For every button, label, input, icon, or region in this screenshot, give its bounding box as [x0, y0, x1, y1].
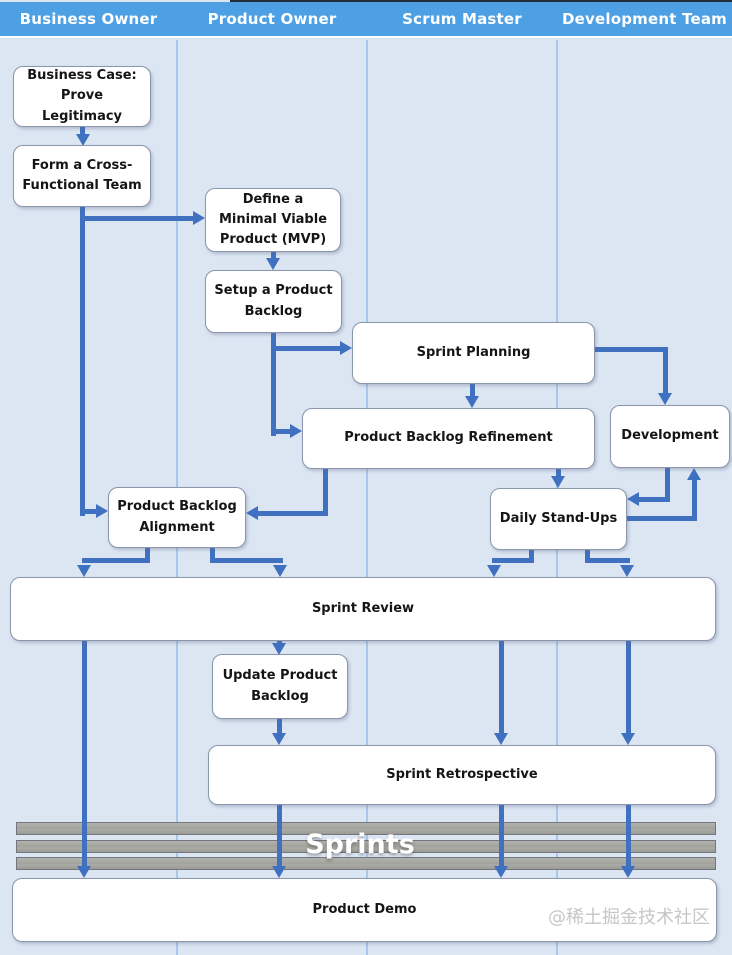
connector-standups-to-review: [529, 549, 534, 563]
node-form-team: Form a Cross-Functional Team: [13, 145, 151, 207]
connector-setup-to-refinement: [271, 429, 291, 434]
arrowhead: [658, 393, 672, 405]
connector-development-to-standups: [665, 468, 670, 502]
connector-refinement-to-standups: [556, 469, 561, 477]
arrowhead: [272, 733, 286, 745]
node-daily-standups: Daily Stand-Ups: [490, 488, 627, 550]
watermark-text: @稀土掘金技术社区: [548, 907, 710, 928]
arrowhead: [487, 565, 501, 577]
lane-header-development-team: Development Team: [557, 2, 732, 36]
connector-update-to-retro: [277, 719, 282, 735]
arrowhead: [246, 506, 258, 520]
arrowhead: [620, 565, 634, 577]
connector-team-to-mvp: [80, 216, 194, 221]
connector-review-to-retro: [626, 641, 631, 735]
arrowhead: [273, 565, 287, 577]
connector-setup-to-planning: [271, 346, 341, 351]
connector-retro-to-demo: [499, 805, 504, 867]
arrowhead: [272, 866, 286, 878]
lane-header-bar: Business Owner Product Owner Scrum Maste…: [0, 2, 732, 38]
connector-planning-to-development: [595, 347, 668, 352]
connector-retro-to-demo: [277, 805, 282, 867]
connector-setup-trunk: [271, 333, 276, 436]
node-sprint-planning: Sprint Planning: [352, 322, 595, 384]
sprints-bar: [16, 857, 716, 870]
arrowhead: [290, 424, 302, 438]
connector-team-to-alignment: [80, 509, 98, 514]
node-define-mvp: Define a Minimal Viable Product (MVP): [205, 188, 341, 252]
connector-alignment-to-review: [210, 548, 215, 563]
lane-label: Product Owner: [207, 10, 337, 28]
arrowhead: [77, 565, 91, 577]
arrowhead: [465, 396, 479, 408]
lane-header-product-owner: Product Owner: [177, 2, 367, 36]
sprints-bar: [16, 840, 716, 853]
connector-development-to-standups: [639, 497, 670, 502]
connector-standups-to-review: [492, 558, 534, 563]
arrowhead: [340, 341, 352, 355]
connector-alignment-to-review: [145, 548, 150, 563]
node-setup-backlog: Setup a Product Backlog: [205, 270, 342, 333]
node-backlog-alignment: Product Backlog Alignment: [108, 487, 246, 548]
arrowhead: [494, 866, 508, 878]
connector-refinement-to-alignment: [323, 469, 328, 516]
connector-alignment-to-review: [210, 558, 283, 563]
connector-alignment-to-review: [82, 558, 150, 563]
lane-header-scrum-master: Scrum Master: [367, 2, 557, 36]
node-development: Development: [610, 405, 730, 468]
connector-retro-to-demo: [626, 805, 631, 867]
connector-standups-to-development: [627, 516, 697, 521]
arrowhead: [272, 643, 286, 655]
arrowhead: [76, 134, 90, 146]
arrowhead: [193, 211, 205, 225]
connector-team-trunk: [80, 207, 85, 516]
arrowhead: [621, 733, 635, 745]
connector-review-to-demo: [82, 641, 87, 867]
arrowhead: [494, 733, 508, 745]
arrowhead: [627, 492, 639, 506]
connector-mvp-to-setup: [271, 252, 276, 260]
lane-label: Business Owner: [19, 10, 158, 28]
sprints-bar: [16, 822, 716, 835]
arrowhead: [551, 476, 565, 488]
lane-label: Development Team: [562, 10, 727, 28]
connector-review-to-retro: [499, 641, 504, 735]
connector-planning-to-development: [663, 347, 668, 394]
arrowhead: [266, 258, 280, 270]
node-business-case: Business Case: Prove Legitimacy: [13, 66, 151, 127]
connector-standups-to-review: [585, 558, 630, 563]
node-update-backlog: Update Product Backlog: [212, 654, 348, 719]
arrowhead: [687, 468, 701, 480]
connector-refinement-to-alignment: [258, 511, 328, 516]
node-sprint-review: Sprint Review: [10, 577, 716, 641]
lane-divider: [366, 40, 368, 955]
connector-case-to-team: [80, 127, 85, 137]
connector-planning-to-refinement: [470, 384, 475, 397]
arrowhead: [621, 866, 635, 878]
window-top-edge: [230, 0, 732, 2]
connector-standups-to-development: [692, 480, 697, 521]
lane-label: Scrum Master: [402, 10, 522, 28]
node-product-demo: Product Demo: [12, 878, 717, 942]
node-sprint-retrospective: Sprint Retrospective: [208, 745, 716, 805]
node-backlog-refinement: Product Backlog Refinement: [302, 408, 595, 469]
connector-standups-to-review: [585, 549, 590, 563]
arrowhead: [77, 866, 91, 878]
lane-header-business-owner: Business Owner: [0, 2, 177, 36]
arrowhead: [96, 504, 108, 518]
sprints-section-label: Sprints: [305, 829, 415, 860]
